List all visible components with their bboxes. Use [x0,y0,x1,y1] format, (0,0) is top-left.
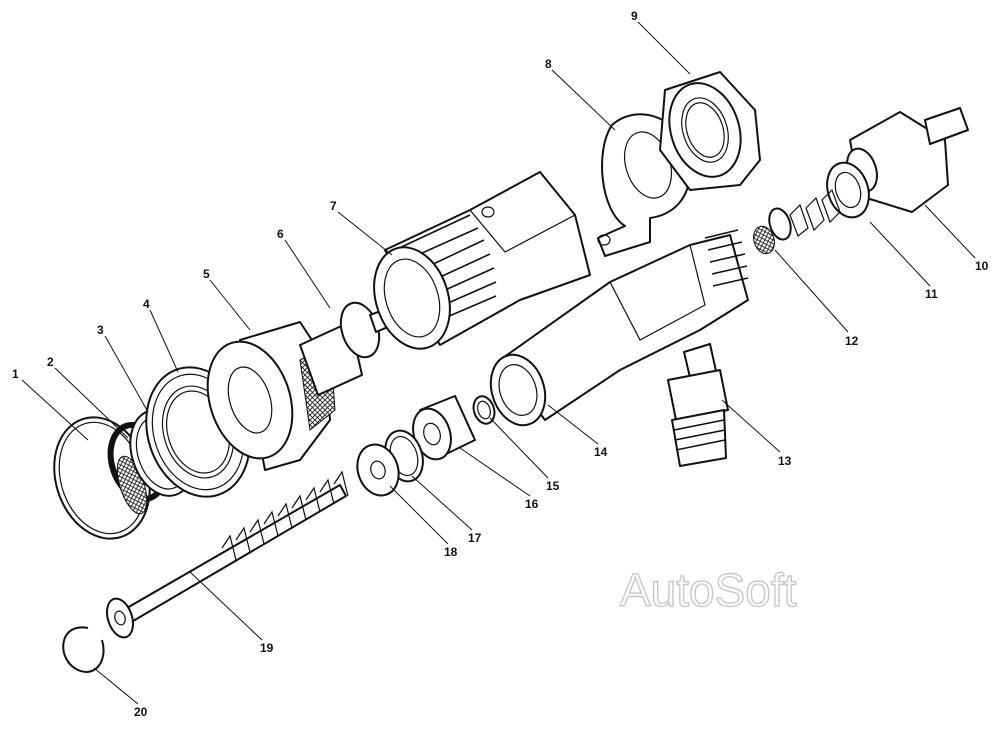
callout-5: 5 [203,267,210,281]
callout-11: 11 [925,287,938,301]
part-18-washer [356,443,400,497]
callout-10: 10 [975,259,989,273]
callout-13: 13 [778,454,792,468]
callout-1: 1 [12,367,19,381]
callout-17: 17 [468,531,482,545]
watermark-text: AutoSoft [620,564,797,616]
callout-12: 12 [845,334,859,348]
part-9-hex-nut [659,71,761,191]
callout-3: 3 [97,323,104,337]
part-16-valve-seat [412,395,476,461]
part-15-o-ring [472,395,496,425]
leader-lines [21,21,976,705]
part-20-circlip [62,626,105,673]
part-13-adapter-fitting [667,343,729,467]
part-14-injector-body [489,229,749,427]
callout-20: 20 [134,705,148,719]
part-7-threaded-body [373,171,591,350]
callout-7: 7 [330,199,337,213]
part-19-needle-spring [106,470,349,639]
callout-8: 8 [545,57,552,71]
callout-9: 9 [631,9,638,23]
callout-labels: 1 2 3 4 5 6 7 8 9 10 11 12 13 14 15 16 1… [12,9,989,719]
callout-19: 19 [260,641,274,655]
callout-14: 14 [594,445,608,459]
callout-2: 2 [47,355,54,369]
callout-6: 6 [277,227,284,241]
callout-4: 4 [143,297,150,311]
callout-16: 16 [525,497,539,511]
part-12-filter-spring [753,188,841,255]
callout-18: 18 [444,545,458,559]
callout-15: 15 [546,479,560,493]
